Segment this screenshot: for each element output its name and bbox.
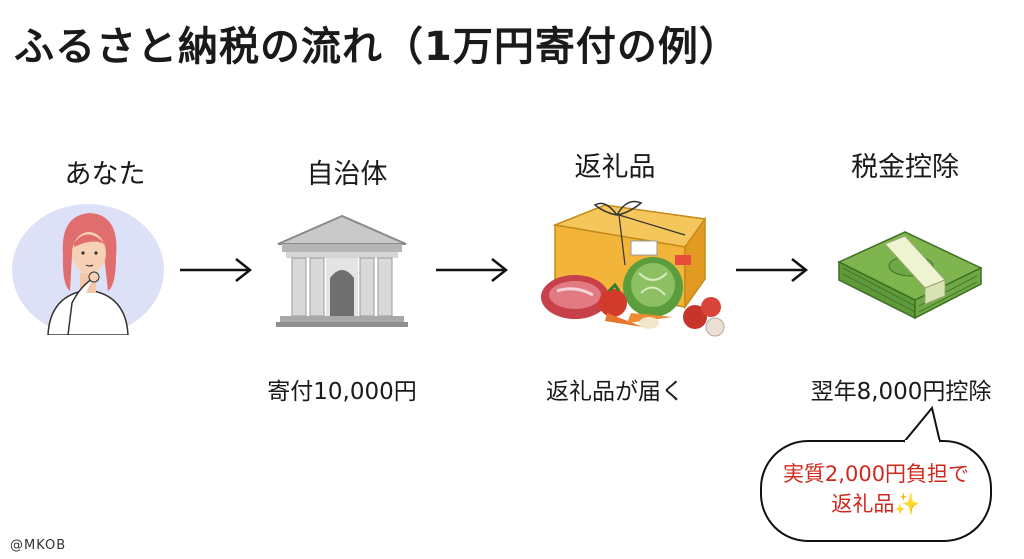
money-stack-icon (837, 231, 983, 320)
callout-bubble (760, 440, 992, 542)
flow-arrow-2-icon (436, 258, 509, 282)
step-label-tax-deduction: 税金控除 (851, 152, 959, 183)
government-building-icon (276, 214, 408, 327)
woman-thinking-icon (12, 204, 164, 335)
watermark: @MKOB (10, 538, 67, 553)
callout-line-2: 返礼品✨ (831, 492, 921, 516)
flow-arrow-1-icon (180, 258, 253, 282)
step-label-municipality: 自治体 (306, 159, 388, 190)
step-sub-municipality: 寄付10,000円 (267, 379, 417, 405)
step-label-you: あなた (64, 159, 146, 190)
callout-text: 実質2,000円負担で 返礼品✨ (760, 459, 992, 519)
step-label-gift: 返礼品 (574, 152, 656, 183)
page-title: ふるさと納税の流れ（1万円寄付の例） (14, 24, 740, 70)
step-sub-tax-deduction: 翌年8,000円控除 (810, 379, 992, 405)
callout-line-1: 実質2,000円負担で (782, 462, 970, 486)
flow-arrow-3-icon (736, 258, 809, 282)
callout-tail-icon (903, 405, 941, 444)
step-sub-gift: 返礼品が届く (546, 379, 684, 405)
gift-box-food-icon (541, 200, 725, 337)
